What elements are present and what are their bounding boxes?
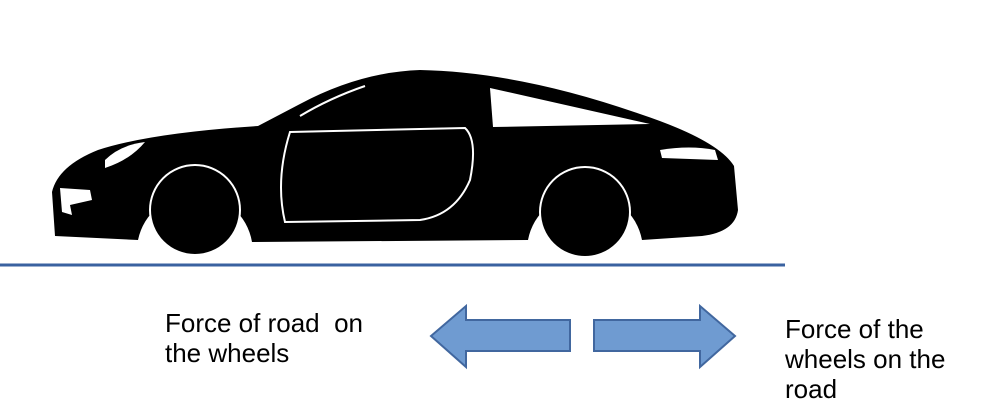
car-silhouette-icon bbox=[52, 70, 738, 258]
arrow-left-icon bbox=[429, 303, 571, 370]
label-line: wheels on the bbox=[785, 344, 946, 374]
arrow-right-icon bbox=[593, 303, 737, 370]
label-line: the wheels bbox=[165, 338, 290, 368]
label-line: Force of the bbox=[785, 314, 924, 344]
label-line: Force of road on bbox=[165, 308, 363, 338]
label-line: road bbox=[785, 374, 838, 404]
